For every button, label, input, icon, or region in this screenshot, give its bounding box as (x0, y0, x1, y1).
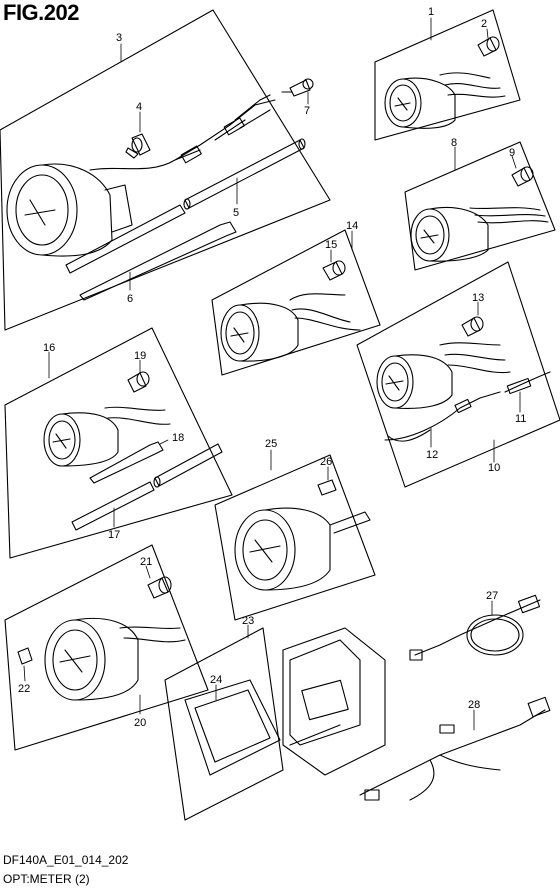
tube-5 (65, 139, 305, 274)
callout-23: 23 (242, 615, 254, 627)
callout-17: 17 (108, 529, 120, 541)
figure-title: FIG.202 (3, 0, 79, 25)
leader-lines (23, 17, 521, 731)
callout-8: 8 (451, 137, 457, 149)
callout-4: 4 (136, 101, 142, 113)
callout-27: 27 (486, 590, 498, 602)
callout-25: 25 (265, 438, 277, 450)
figure-caption: OPT:METER (2) (3, 872, 90, 886)
callout-2: 2 (481, 18, 487, 30)
bulb-4 (125, 133, 151, 159)
bulb-15 (322, 260, 346, 281)
callout-22: 22 (18, 683, 30, 695)
tube-17 (71, 443, 223, 531)
group-8-panel (404, 141, 556, 271)
callout-13: 13 (472, 292, 484, 304)
harness-11 (504, 371, 551, 393)
group-10-panel (356, 261, 560, 488)
connector-3b (223, 117, 245, 136)
callout-20: 20 (134, 717, 146, 729)
gauge-8 (410, 206, 549, 262)
gauge-3 (6, 163, 133, 257)
bulb-26 (317, 479, 337, 496)
callout-12: 12 (426, 449, 438, 461)
group-20-panel (4, 544, 209, 751)
group-1-panel (374, 9, 521, 141)
harness-3 (89, 94, 276, 171)
group-16-panel (4, 327, 233, 559)
callout-19: 19 (134, 350, 146, 362)
gauge-1 (384, 72, 506, 129)
bulb-13 (461, 316, 484, 337)
connector-11 (506, 377, 532, 395)
callout-6: 6 (127, 293, 133, 305)
bulb-19 (127, 371, 150, 393)
cable-tie-6 (79, 221, 237, 301)
group-14-panel (211, 229, 381, 376)
gauge-13 (376, 342, 511, 409)
figure-code: DF140A_E01_014_202 (3, 853, 129, 867)
group-23-panel (164, 627, 284, 821)
callout-21: 21 (140, 556, 152, 568)
gauge-16 (43, 406, 171, 467)
callout-3: 3 (116, 32, 122, 44)
callout-14: 14 (346, 220, 358, 232)
callout-labels: 1 2 3 4 5 6 7 8 9 10 11 12 13 14 15 16 1… (18, 6, 526, 729)
bulb-21 (147, 576, 172, 599)
callout-9: 9 (509, 147, 515, 159)
callout-26: 26 (320, 456, 332, 468)
group-3-panel (0, 9, 331, 331)
bulb-9 (511, 166, 534, 187)
harness-28 (359, 696, 551, 801)
callout-10: 10 (488, 462, 500, 474)
bulb-2 (477, 36, 500, 57)
callout-11: 11 (515, 413, 526, 425)
gauge-14 (220, 293, 361, 362)
connector-3a (180, 145, 202, 164)
harness-12 (384, 391, 501, 442)
callout-24: 24 (210, 674, 222, 686)
connector-12 (454, 398, 472, 414)
gauge-20 (44, 617, 186, 701)
callout-18: 18 (172, 432, 184, 444)
callout-28: 28 (468, 699, 480, 711)
bulb-7 (281, 78, 314, 97)
gauge-25 (234, 507, 371, 591)
bulb-22 (17, 647, 33, 665)
cover-24 (184, 679, 281, 776)
callout-5: 5 (233, 207, 239, 219)
harness-27 (409, 594, 541, 661)
callout-15: 15 (325, 239, 337, 251)
callout-16: 16 (43, 342, 55, 354)
display-unit-23 (282, 627, 386, 776)
cable-tie-18 (89, 441, 164, 484)
group-25-panel (214, 454, 376, 621)
callout-1: 1 (428, 6, 434, 18)
callout-7: 7 (304, 105, 310, 117)
